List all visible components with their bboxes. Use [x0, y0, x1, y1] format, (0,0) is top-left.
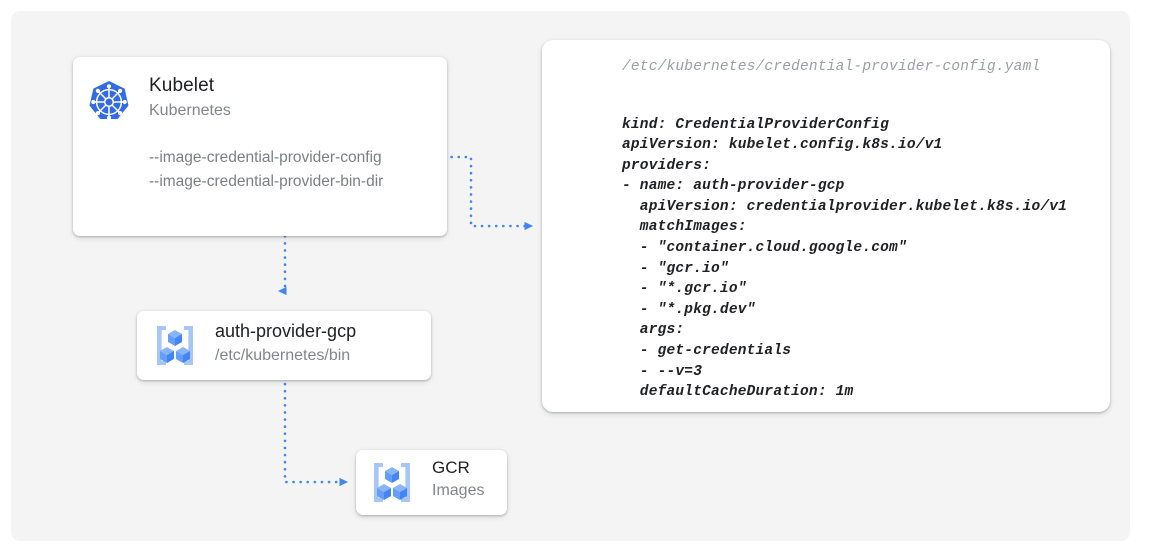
kubelet-card[interactable]: Kubelet Kubernetes --image-credential-pr… — [73, 57, 447, 236]
gcr-title: GCR — [432, 458, 470, 477]
kubelet-title: Kubelet — [149, 75, 215, 96]
auth-provider-gcp-card[interactable]: auth-provider-gcp /etc/kubernetes/bin — [137, 311, 431, 380]
gcr-card[interactable]: GCR Images — [356, 450, 507, 515]
config-file-path: /etc/kubernetes/credential-provider-conf… — [622, 59, 1041, 75]
kubernetes-logo-icon — [89, 81, 129, 120]
config-file-contents: kind: CredentialProviderConfig apiVersio… — [622, 116, 1068, 401]
credential-provider-config-card[interactable]: /etc/kubernetes/credential-provider-conf… — [542, 40, 1110, 412]
auth-provider-gcp-subtitle: /etc/kubernetes/bin — [215, 347, 351, 364]
kubelet-subtitle: Kubernetes — [149, 102, 231, 119]
kubelet-flag-bin-dir: --image-credential-provider-bin-dir — [149, 173, 384, 190]
kubelet-flag-config: --image-credential-provider-config — [149, 149, 382, 166]
auth-provider-gcp-title: auth-provider-gcp — [215, 321, 357, 341]
gcr-subtitle: Images — [432, 482, 485, 499]
container-registry-icon — [374, 463, 410, 502]
container-registry-icon — [157, 326, 193, 365]
